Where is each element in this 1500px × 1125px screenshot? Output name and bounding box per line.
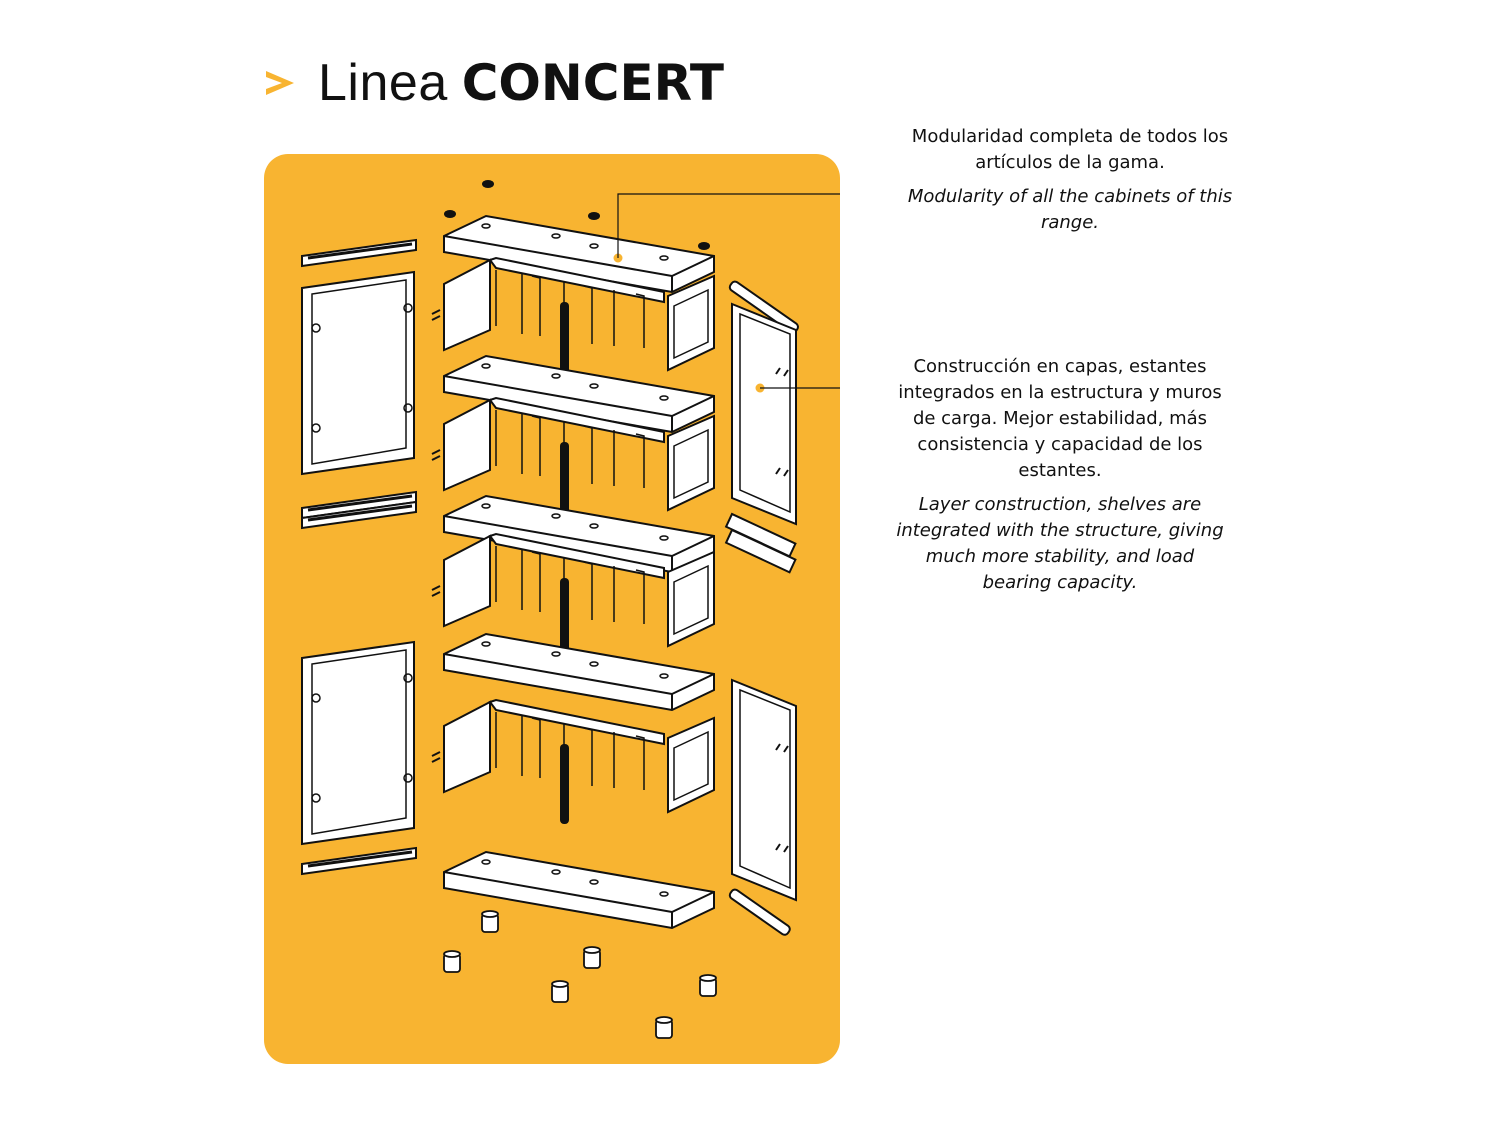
- title-light: Linea: [318, 54, 448, 112]
- callout-modularity-es: Modularidad completa de todos los artícu…: [911, 126, 1229, 173]
- callout-construction: Construcción en capas, estantes integrad…: [890, 354, 1230, 596]
- callout-modularity-en: Modularity of all the cabinets of this r…: [907, 186, 1233, 233]
- title-bold: CONCERT: [461, 54, 724, 112]
- exploded-cabinet-illustration: [300, 180, 840, 1039]
- callout-construction-es: Construcción en capas, estantes integrad…: [898, 356, 1222, 481]
- chevron-right-icon: [266, 71, 294, 95]
- page-title: Linea CONCERT: [262, 48, 724, 118]
- callout-modularity: Modularidad completa de todos los artícu…: [900, 124, 1240, 236]
- callout-construction-en: Layer construction, shelves are integrat…: [896, 494, 1224, 593]
